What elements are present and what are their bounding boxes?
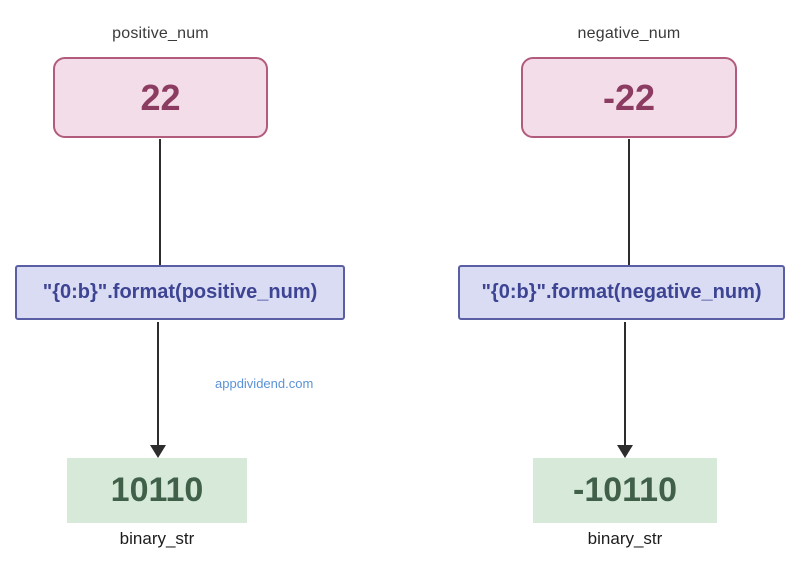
value-text-positive: 22 [140, 76, 181, 118]
result-text-positive: 10110 [110, 471, 204, 509]
connector-line-negative-to-code [628, 139, 630, 265]
result-label-binary-str-right: binary_str [587, 529, 663, 548]
arrowhead-icon-left [150, 445, 166, 458]
watermark-text: appdividend.com [215, 376, 314, 391]
code-node-positive: "{0:b}".format(positive_num) [15, 265, 345, 320]
value-text-negative: -22 [602, 76, 656, 118]
result-node-positive: 10110 [67, 458, 247, 523]
variable-label-negative-num: negative_num [577, 25, 681, 42]
arrowhead-icon-right [617, 445, 633, 458]
code-text-negative: "{0:b}".format(negative_num) [481, 281, 762, 303]
value-node-negative: -22 [521, 57, 737, 138]
result-node-negative: -10110 [533, 458, 717, 523]
value-node-positive: 22 [53, 57, 268, 138]
code-node-negative: "{0:b}".format(negative_num) [458, 265, 785, 320]
connector-line-positive-to-code [159, 139, 161, 265]
result-text-negative: -10110 [573, 471, 677, 509]
connector-line-code-to-result-left [157, 322, 159, 446]
connector-line-code-to-result-right [624, 322, 626, 446]
result-label-binary-str-left: binary_str [119, 529, 195, 548]
code-text-positive: "{0:b}".format(positive_num) [42, 281, 318, 303]
variable-label-positive-num: positive_num [112, 25, 209, 42]
